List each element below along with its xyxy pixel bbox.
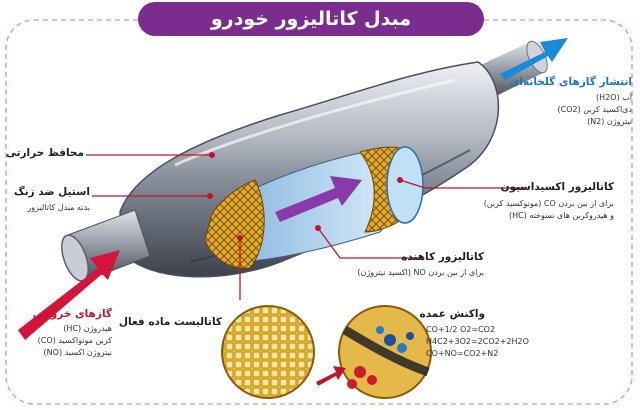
flow-direction-arrow: [275, 176, 362, 222]
steel-title: استیل ضد زنگ: [13, 186, 90, 198]
reaction-arrow: [316, 366, 346, 386]
exhaust-item: نیتروژن اکسید (NO): [43, 348, 112, 357]
emission-item: دی‌اکسید کربن (CO2): [557, 105, 632, 114]
reaction-channel: [342, 326, 430, 377]
inlet-honeycomb: [204, 179, 265, 269]
reduction-subtitle: برای از بین بردن NO (اکسید نیتروژن): [357, 268, 484, 277]
reaction-equation: H4C2+3O2=2CO2+2H2O: [426, 337, 529, 346]
oxidation-subtitle: برای از بین بردن CO (مونوکسید کربن): [483, 199, 614, 208]
steel-subtitle: بدنه مبدل کاتالیزور: [27, 203, 90, 212]
emission-item: نیتروژن (N2): [587, 117, 632, 126]
leader-dots: [207, 152, 403, 241]
exhaust-item: هیدروژن (HC): [63, 324, 112, 333]
reaction-equation: CO+1/2 O2=CO2: [426, 325, 496, 334]
reaction-molecules: [347, 326, 414, 389]
heat-shield-label: محافظ حرارتی: [5, 147, 84, 159]
title-banner: [138, 2, 484, 36]
emission-title: انتشار گازهای گلخانه‌ای: [509, 76, 632, 88]
oxidation-subtitle: و هیدروکربن های نسوخته (HC): [508, 211, 614, 220]
active-material-detail: [221, 305, 315, 399]
outflow-arrow: [500, 38, 568, 80]
reactions-title: واکنش عمده: [419, 308, 486, 320]
active-material-title: کاتالیست ماده فعال: [118, 316, 222, 328]
emission-item: آب (H2O): [596, 93, 632, 102]
reaction-equation: CO+NO=CO2+N2: [426, 349, 499, 358]
leader-lines: [86, 154, 525, 300]
reduction-title: کاتالیزور کاهنده: [401, 251, 484, 263]
oxidation-catalyst-core: [386, 146, 424, 224]
exhaust-title: گازهای خروجی: [32, 308, 112, 320]
oxidation-title: کاتالیزور اکسیداسیون: [500, 181, 614, 193]
dashed-frame: [5, 19, 633, 405]
page-title: مبدل کاتالیزور خودرو: [210, 8, 412, 30]
inflow-arrow: [18, 250, 120, 340]
exhaust-item: کربن مونواکسید (CO): [37, 336, 112, 345]
